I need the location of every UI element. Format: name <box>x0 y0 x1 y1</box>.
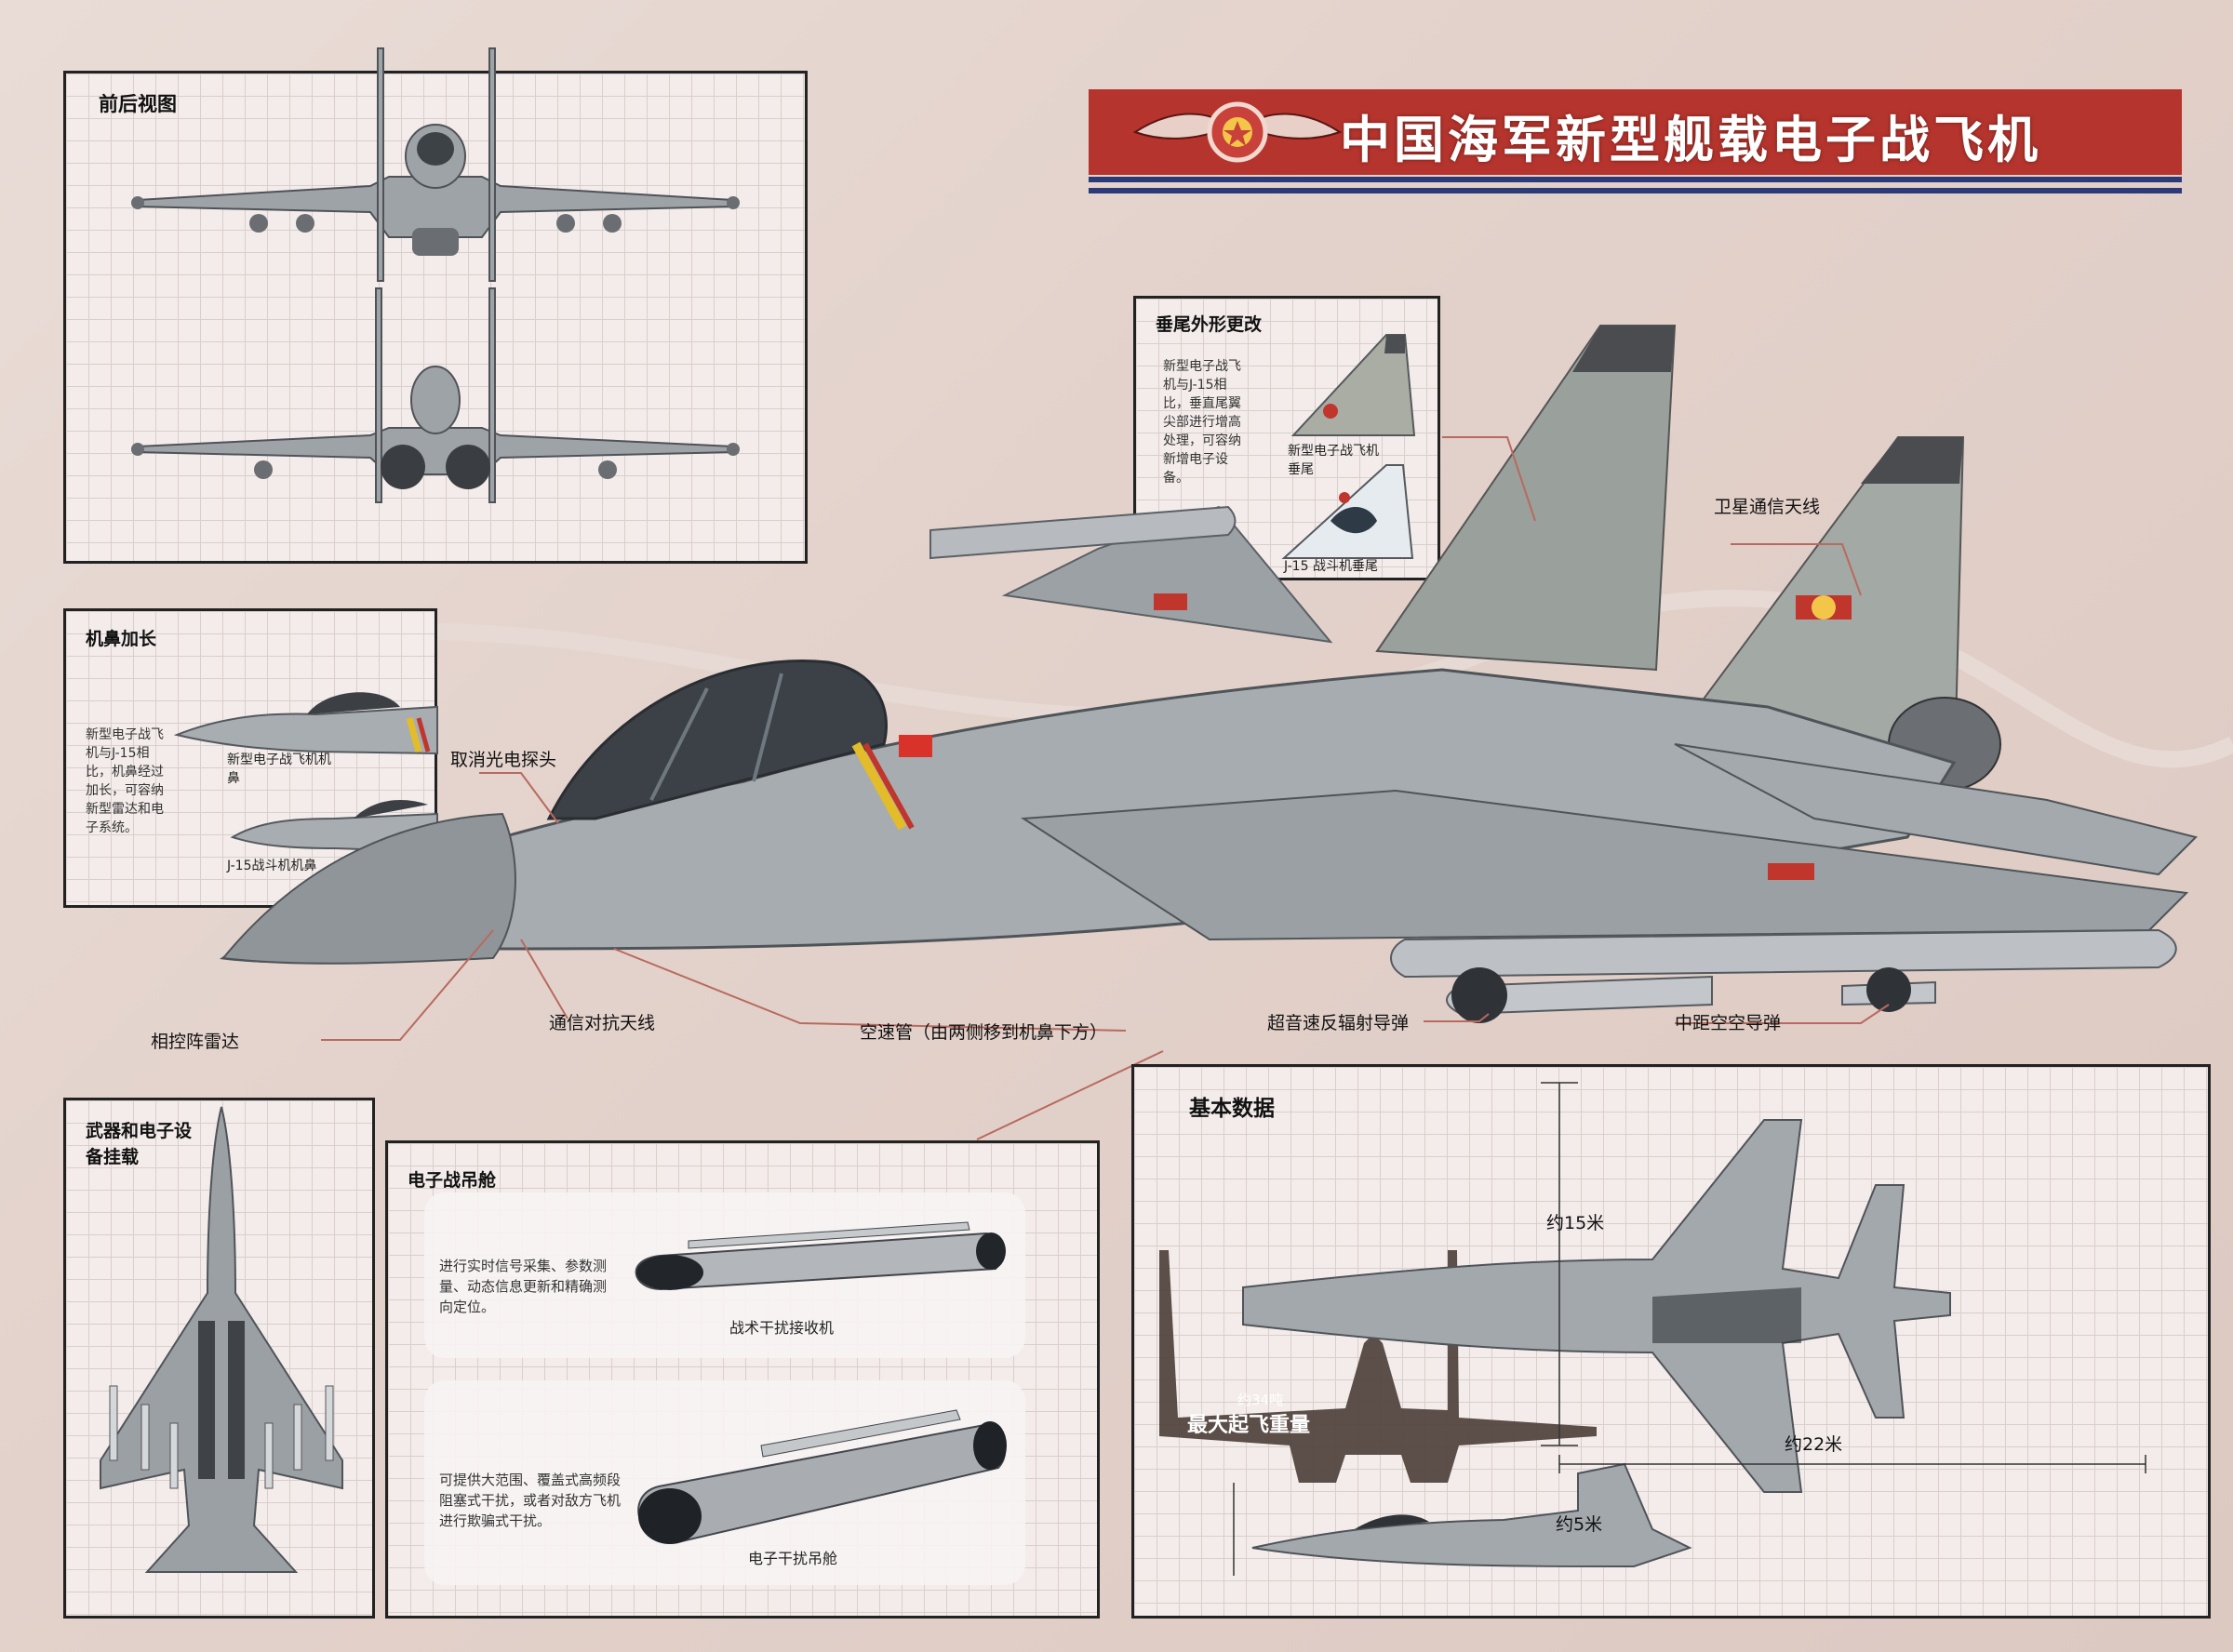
rear-view-aircraft <box>131 287 740 503</box>
navy-emblem-icon <box>1132 101 1343 163</box>
callout-satcom-antenna: 卫星通信天线 <box>1714 497 1821 517</box>
page-title: 中国海军新型舰载电子战飞机 <box>1340 111 2041 169</box>
dimension-length: 约22米 <box>1785 1434 1843 1455</box>
pod2-description: 可提供大范围、覆盖式高频段阻塞式干扰，或者对敌方飞机进行欺骗式干扰。 <box>439 1472 622 1529</box>
pod1-description: 进行实时信号采集、参数测量、动态信息更新和精确测向定位。 <box>439 1258 608 1315</box>
dimension-wingspan: 约15米 <box>1546 1213 1605 1233</box>
stripe-blue-1 <box>1089 177 2182 182</box>
stripe-blue-2 <box>1089 188 2182 193</box>
tail-label-new: 新型电子战飞机垂尾 <box>1288 444 1379 477</box>
front-view-aircraft <box>131 47 740 282</box>
panel-title-tail: 垂尾外形更改 <box>1156 314 1263 335</box>
callout-comm-jamming-antenna: 通信对抗天线 <box>549 1013 656 1033</box>
top-view-aircraft <box>100 1106 343 1573</box>
dimension-drawings <box>1159 1082 2146 1576</box>
tail-label-j15: J-15 战斗机垂尾 <box>1284 559 1378 574</box>
callout-irst-removed: 取消光电探头 <box>450 750 557 770</box>
nose-label-j15: J-15战斗机机鼻 <box>227 859 317 873</box>
panel-title-nose: 机鼻加长 <box>86 629 157 649</box>
panel-title-basic: 基本数据 <box>1189 1097 1275 1121</box>
dimension-height: 约5米 <box>1556 1514 1603 1535</box>
panel-title-views: 前后视图 <box>99 93 177 115</box>
panel-title-pods: 电子战吊舱 <box>408 1170 497 1191</box>
max-takeoff-weight-value: 约34吨 <box>1237 1392 1284 1408</box>
tail-note: 新型电子战飞机与J-15相比，垂直尾翼尖部进行增高处理，可容纳新增电子设备。 <box>1163 359 1241 486</box>
nose-note: 新型电子战飞机与J-15相比，机鼻经过加长，可容纳新型雷达和电子系统。 <box>86 727 164 835</box>
callout-pitot-tube: 空速管（由两侧移到机鼻下方） <box>860 1022 1108 1043</box>
panel-nose-lengthening <box>63 608 437 908</box>
tactical-jamming-receiver-pod <box>635 1221 1006 1291</box>
ew-jamming-pod <box>637 1409 1007 1544</box>
nose-label-new: 新型电子战飞机机鼻 <box>227 753 331 786</box>
pod2-name: 电子干扰吊舱 <box>748 1550 838 1567</box>
panel-title-weapons: 武器和电子设备挂载 <box>86 1121 193 1167</box>
max-takeoff-weight-label: 最大起飞重量 <box>1187 1414 1311 1437</box>
pod1-name: 战术干扰接收机 <box>729 1319 835 1337</box>
callout-anti-radiation-missile: 超音速反辐射导弹 <box>1267 1013 1410 1033</box>
callout-phased-array-radar: 相控阵雷达 <box>151 1032 240 1052</box>
tail-comparison-illustration <box>1281 334 1416 559</box>
callout-medium-range-aam: 中距空空导弹 <box>1675 1013 1782 1033</box>
